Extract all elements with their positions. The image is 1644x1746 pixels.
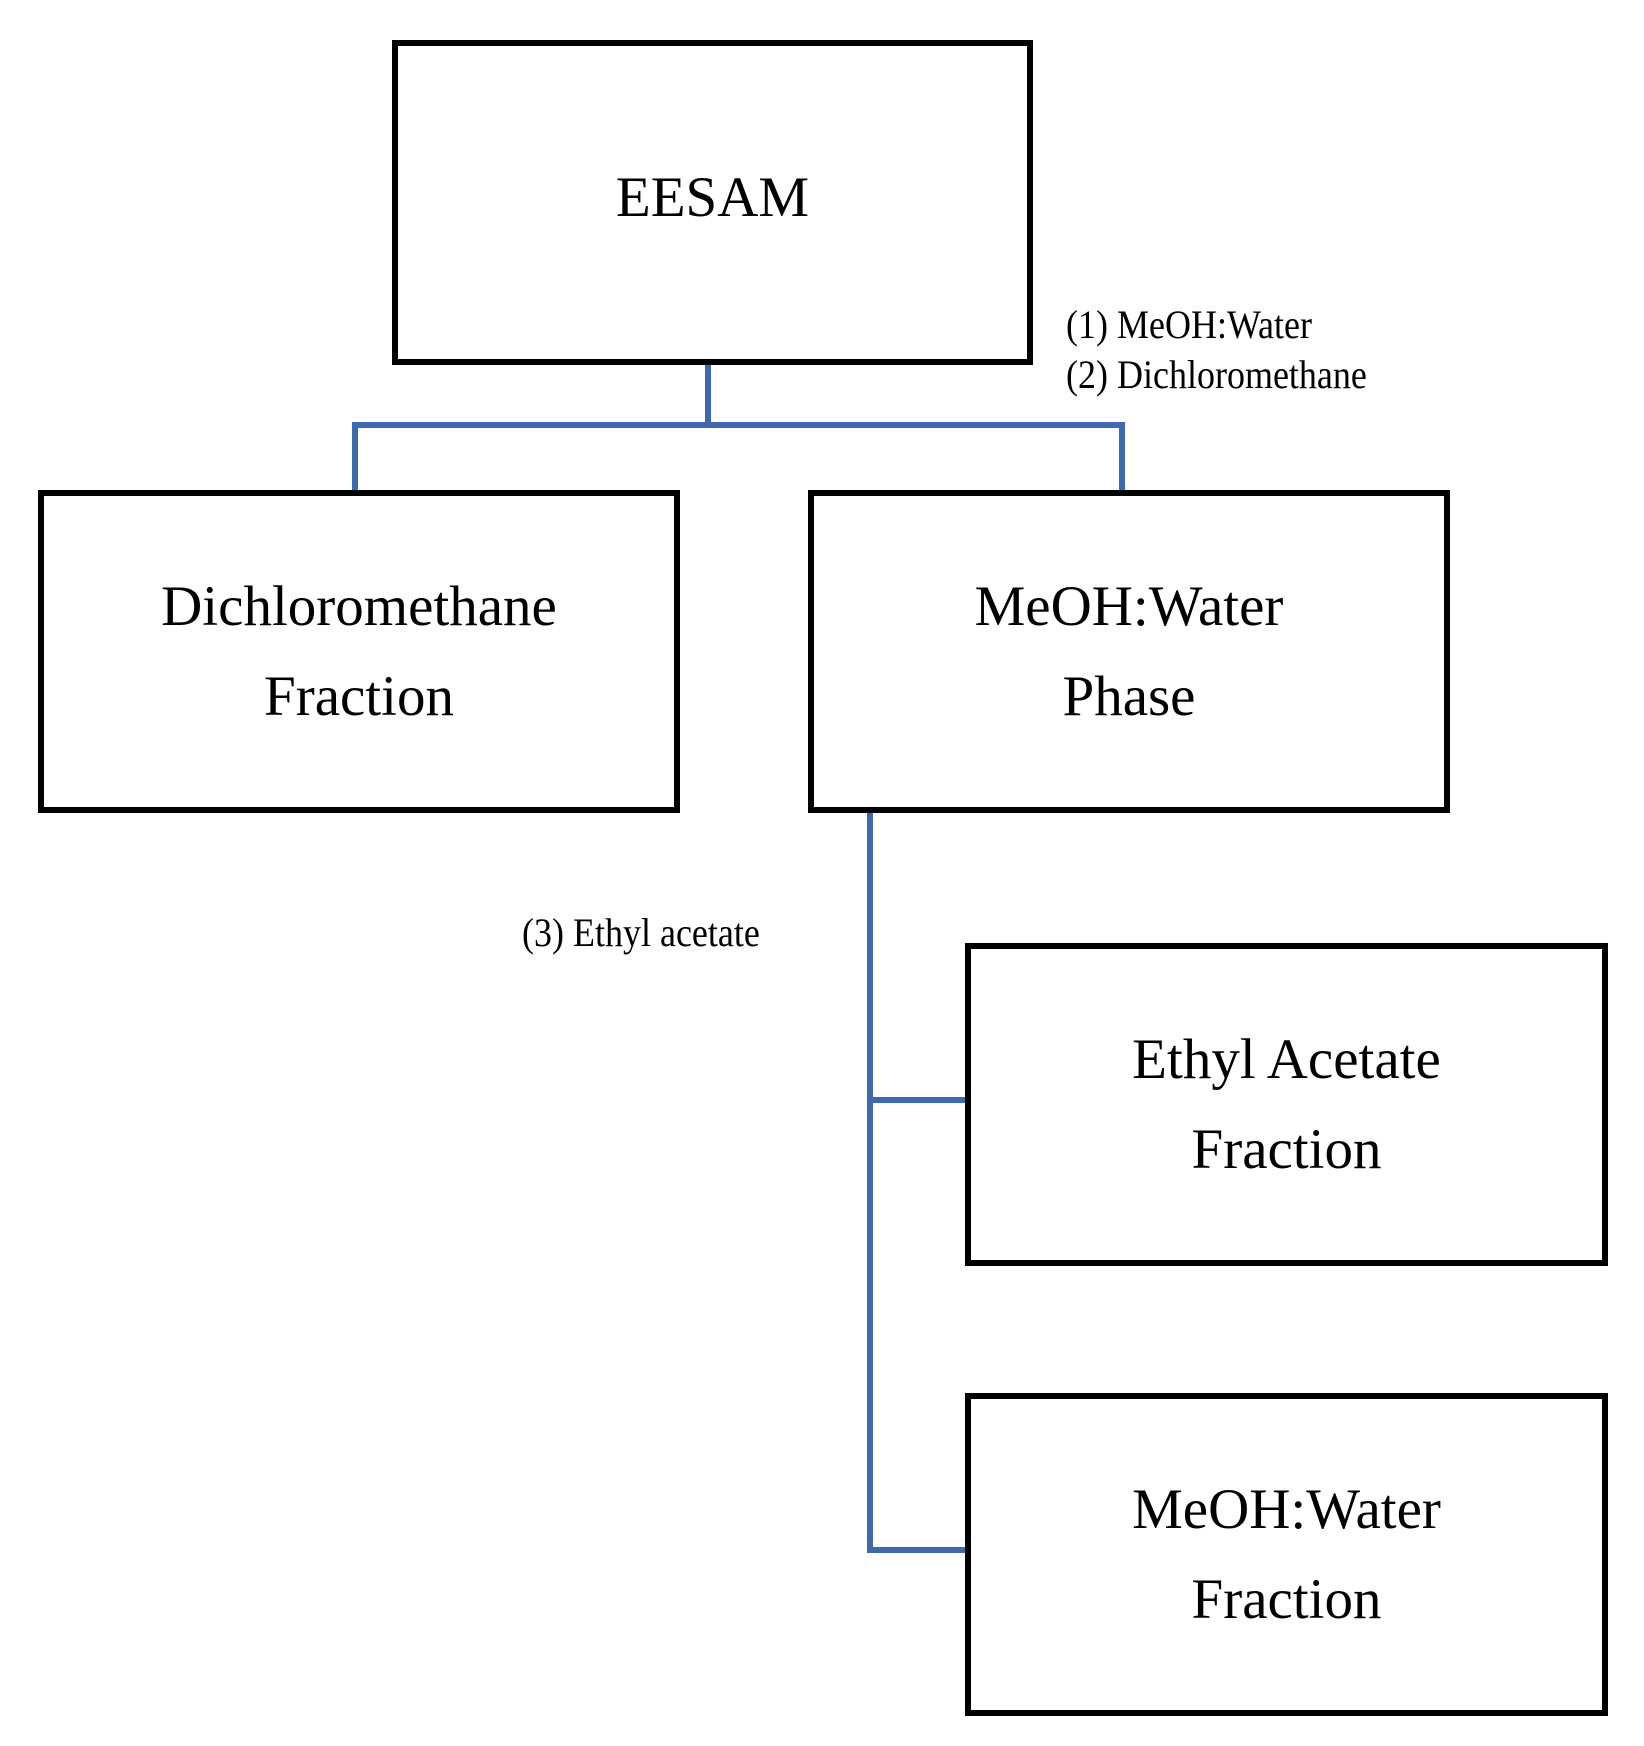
node-meoh-water-fraction-line-1: MeOH:Water xyxy=(1132,1477,1441,1541)
node-dichloromethane-fraction-line-1: Dichloromethane xyxy=(161,574,557,638)
node-meoh-water-phase-line-1: MeOH:Water xyxy=(974,574,1284,638)
node-eesam: EESAM xyxy=(392,40,1033,365)
node-eesam-label: EESAM xyxy=(615,165,810,229)
step-label-partition-solvents: (1) MeOH:Water (2) Dichloromethane xyxy=(1066,300,1367,400)
node-ethyl-acetate-fraction-line-1: Ethyl Acetate xyxy=(1132,1027,1441,1091)
node-ethyl-acetate-fraction-line-2: Fraction xyxy=(1191,1117,1382,1181)
node-ethyl-acetate-fraction: Ethyl Acetate Fraction xyxy=(965,943,1608,1266)
step-label-3: (3) Ethyl acetate xyxy=(522,910,760,955)
node-meoh-water-fraction: MeOH:Water Fraction xyxy=(965,1393,1608,1716)
node-dichloromethane-fraction-line-2: Fraction xyxy=(264,664,454,728)
node-dichloromethane-fraction: Dichloromethane Fraction xyxy=(38,490,680,813)
node-meoh-water-fraction-line-2: Fraction xyxy=(1191,1567,1382,1631)
node-meoh-water-phase-line-2: Phase xyxy=(1062,664,1196,728)
step-label-1: (1) MeOH:Water xyxy=(1066,302,1313,347)
step-label-ethyl-acetate: (3) Ethyl acetate xyxy=(522,908,760,958)
step-label-2: (2) Dichloromethane xyxy=(1066,352,1367,397)
node-meoh-water-phase: MeOH:Water Phase xyxy=(808,490,1450,813)
